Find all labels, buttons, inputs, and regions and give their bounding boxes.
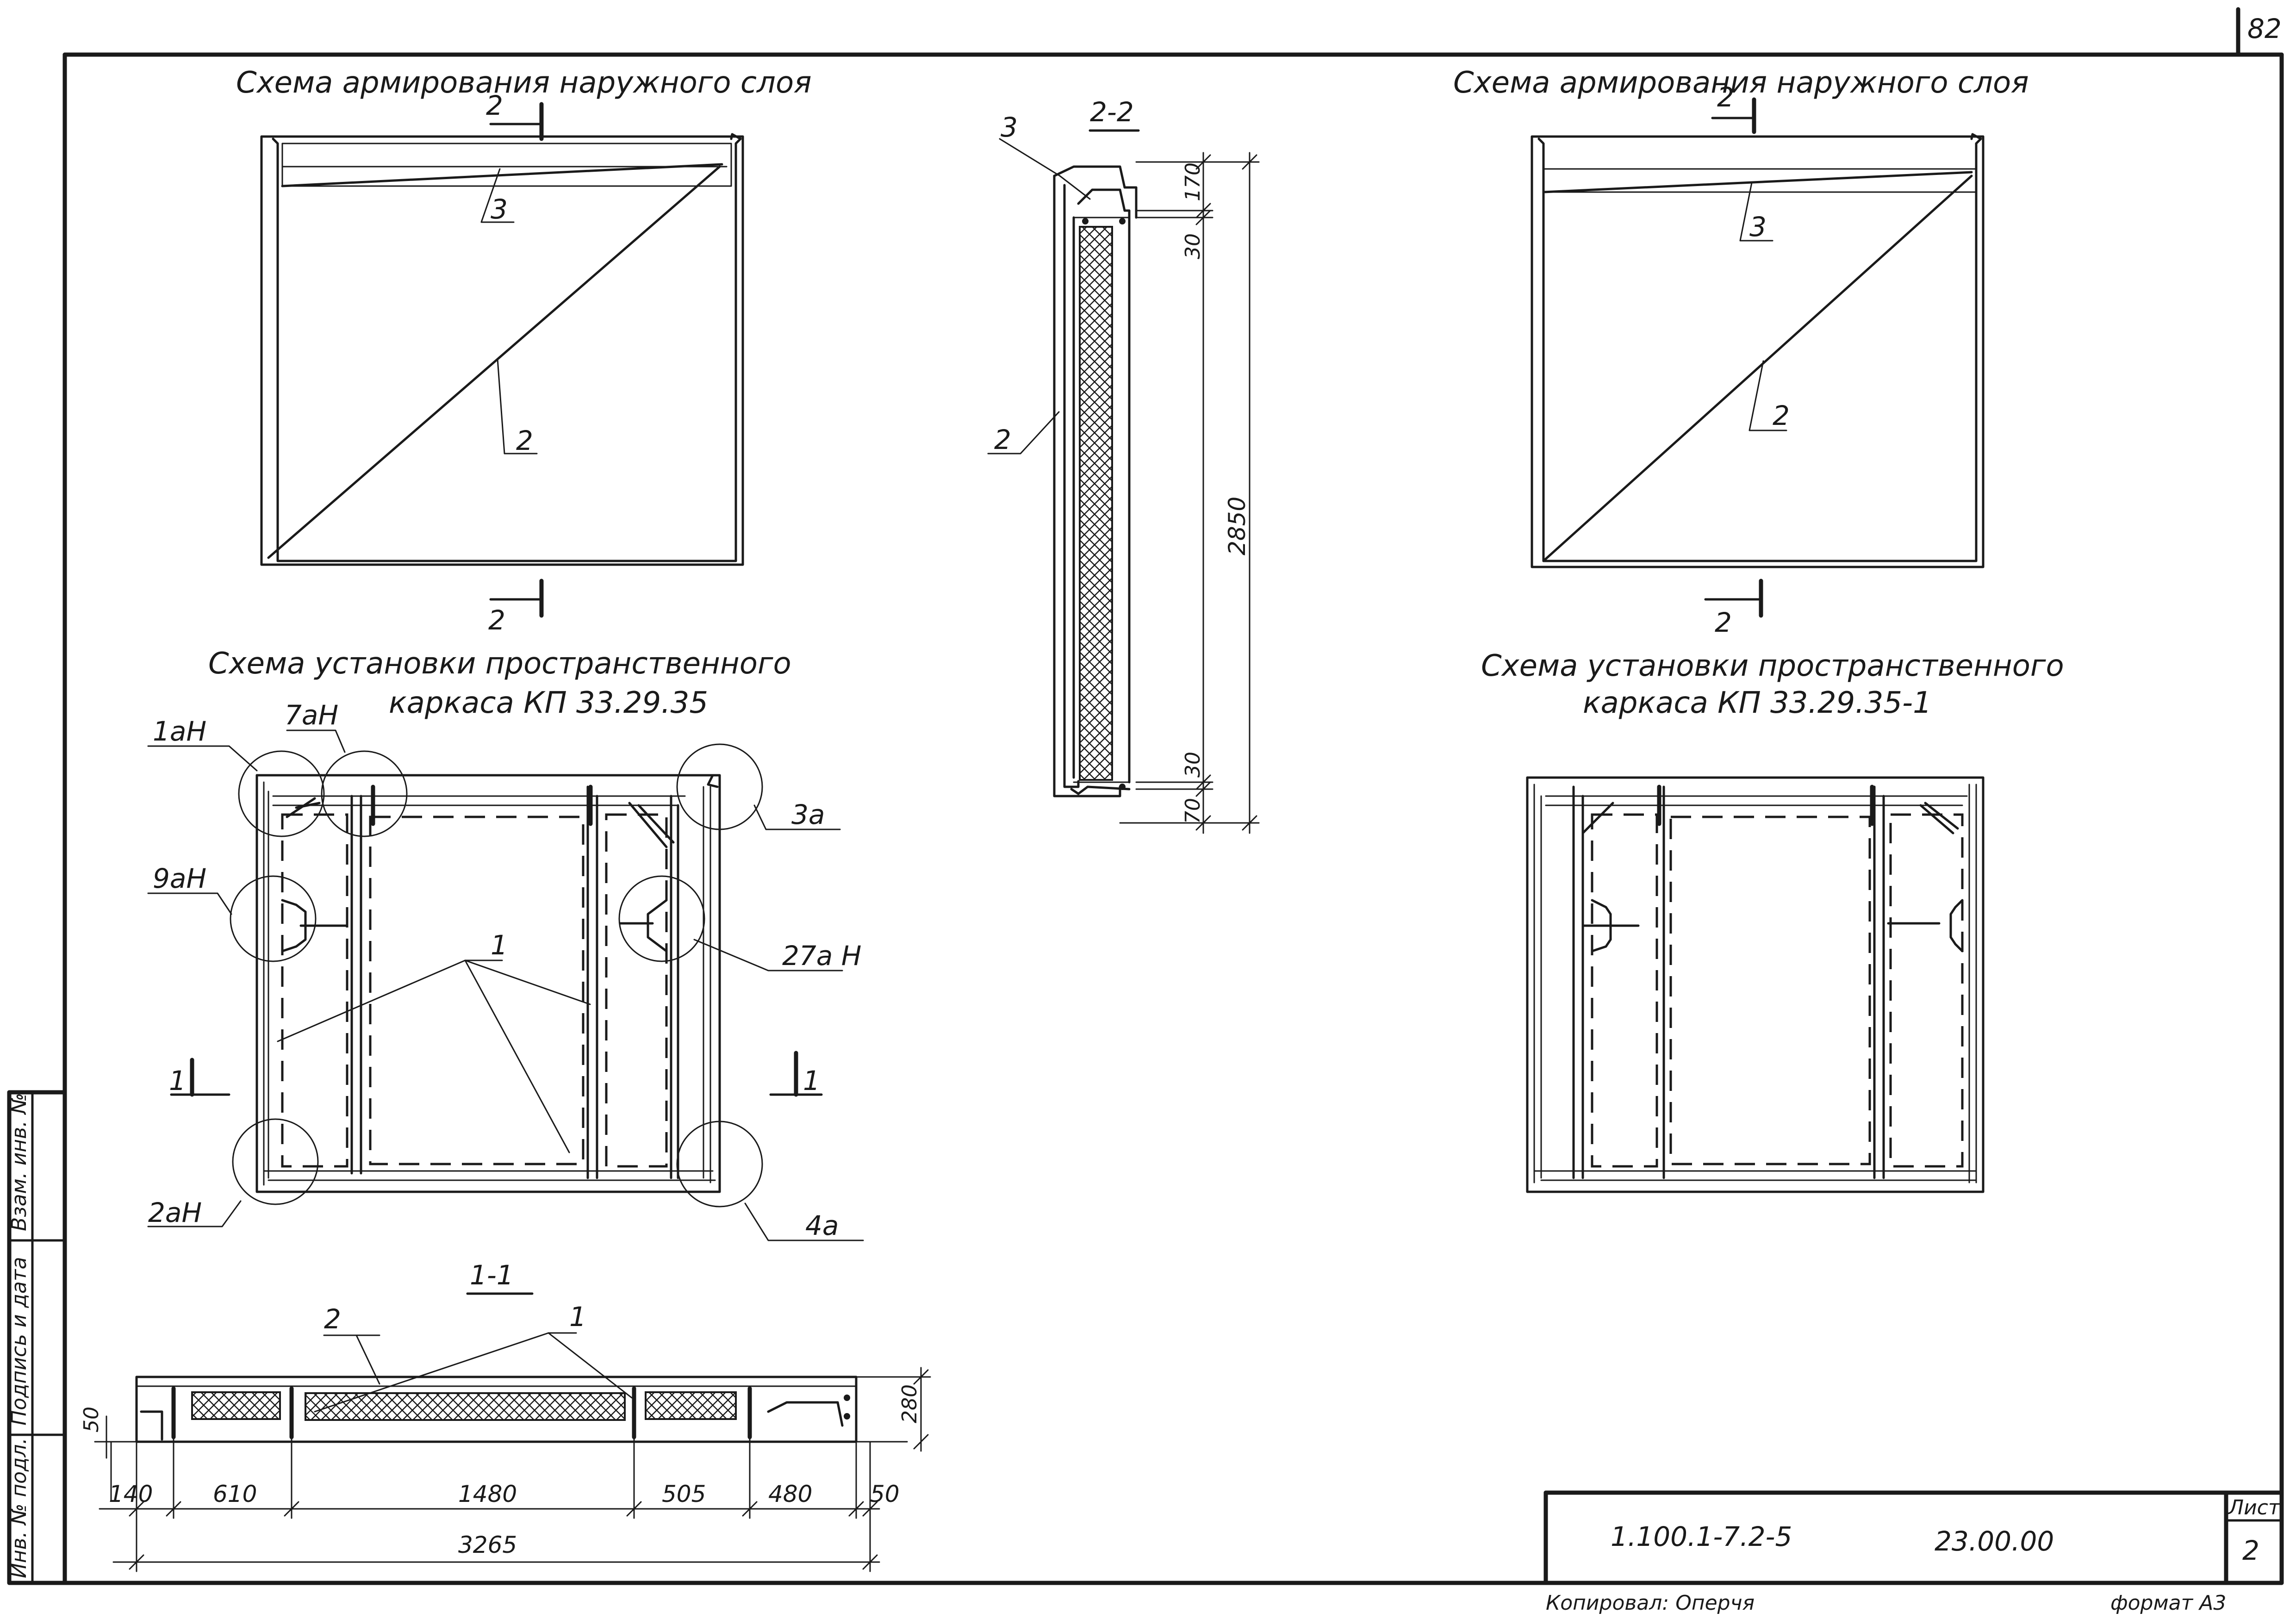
install-left-title-2: каркаса КП 33.29.35 xyxy=(389,686,708,720)
reinf-left-callout-2: 2 xyxy=(516,425,533,456)
stamp-cell-inventory: Инв. № подл. xyxy=(7,1438,31,1578)
section-22-dim-70: 70 xyxy=(1181,798,1205,824)
section-11-callout-1: 1 xyxy=(569,1301,586,1333)
sheet-frame xyxy=(62,7,2284,1585)
section-11-view xyxy=(94,1332,931,1572)
stamp-cell-replace: Взам. инв. № xyxy=(7,1093,31,1231)
reinf-right-cut-bottom-label: 2 xyxy=(1715,607,1732,638)
reinf-right-callout-3: 3 xyxy=(1749,211,1767,243)
reinf-left-cut-top xyxy=(489,102,544,141)
reinf-right-cut-top-label: 2 xyxy=(1717,81,1734,113)
reinf-right-cut-bottom xyxy=(1704,579,1763,618)
install-left-cut-mark-left: 1 xyxy=(169,1065,186,1096)
node-label-4a: 4а xyxy=(805,1210,839,1241)
section-11-dim-total: 3265 xyxy=(458,1532,517,1558)
section-22-title: 2-2 xyxy=(1090,96,1134,128)
section-11-title: 1-1 xyxy=(470,1259,514,1291)
section-22-dim-30-top: 30 xyxy=(1181,233,1205,259)
section-11-dim-1480: 1480 xyxy=(458,1481,517,1507)
title-block-code: 1.100.1-7.2-5 xyxy=(1611,1521,1792,1552)
reinf-left-title: Схема армирования наружного слоя xyxy=(236,66,812,100)
page-number: 82 xyxy=(2247,13,2282,44)
section-22-dim-30-bottom: 30 xyxy=(1181,752,1205,778)
reinf-left-callout-3: 3 xyxy=(491,193,508,225)
reinf-right-cut-top xyxy=(1711,97,1756,134)
section-11-callout-2: 2 xyxy=(324,1303,341,1335)
node-label-27an: 27а Н xyxy=(782,940,861,971)
install-left-frame-callout: 1 xyxy=(491,929,508,961)
node-label-3a: 3а xyxy=(791,799,825,830)
sheet-format: формат А3 xyxy=(2110,1591,2226,1615)
install-left-title-1: Схема установки пространственного xyxy=(208,647,791,681)
copied-by: Копировал: Оперчя xyxy=(1546,1591,1755,1615)
reinf-right-view xyxy=(1531,133,1985,568)
title-block xyxy=(1543,1490,2284,1585)
reinf-left-cut-bottom xyxy=(489,579,544,618)
section-11-dim-right: 280 xyxy=(898,1384,921,1423)
title-block-sheet-label: Лист xyxy=(2228,1496,2281,1519)
reinf-left-cut-bottom-label: 2 xyxy=(488,604,505,636)
reinf-right-callout-2: 2 xyxy=(1773,400,1790,431)
install-right-view xyxy=(1526,776,1985,1193)
install-right-title-1: Схема установки пространственного xyxy=(1481,649,2064,683)
reinf-left-cut-top-label: 2 xyxy=(486,90,503,121)
section-11-dim-610: 610 xyxy=(213,1481,257,1507)
section-11-dim-140: 140 xyxy=(109,1481,153,1507)
node-label-1an: 1аН xyxy=(153,716,206,747)
section-22-dim-170: 170 xyxy=(1181,162,1205,201)
section-22-dim-2850: 2850 xyxy=(1224,497,1251,555)
reinf-left-view xyxy=(260,133,744,566)
node-label-2an: 2аН xyxy=(148,1197,202,1228)
section-11-dim-505: 505 xyxy=(662,1481,706,1507)
reinf-right-title: Схема армирования наружного слоя xyxy=(1453,66,2029,100)
install-left-cut-mark-right: 1 xyxy=(803,1065,820,1096)
section-22-view xyxy=(987,138,1260,834)
title-block-series: 23.00.00 xyxy=(1935,1526,2054,1557)
section-11-dim-480: 480 xyxy=(768,1481,812,1507)
side-stamp xyxy=(7,1090,67,1585)
section-22-callout-3: 3 xyxy=(1001,112,1018,143)
install-left-view xyxy=(147,729,864,1241)
section-11-dim-50: 50 xyxy=(870,1481,900,1507)
title-block-sheet-number: 2 xyxy=(2242,1535,2259,1566)
section-11-dim-left: 50 xyxy=(80,1407,103,1432)
install-right-title-2: каркаса КП 33.29.35-1 xyxy=(1583,686,1932,720)
node-label-7an: 7аН xyxy=(285,699,338,731)
node-label-9an: 9аН xyxy=(153,863,206,894)
section-22-callout-2: 2 xyxy=(994,424,1011,455)
stamp-cell-signature: Подпись и дата xyxy=(7,1257,31,1426)
